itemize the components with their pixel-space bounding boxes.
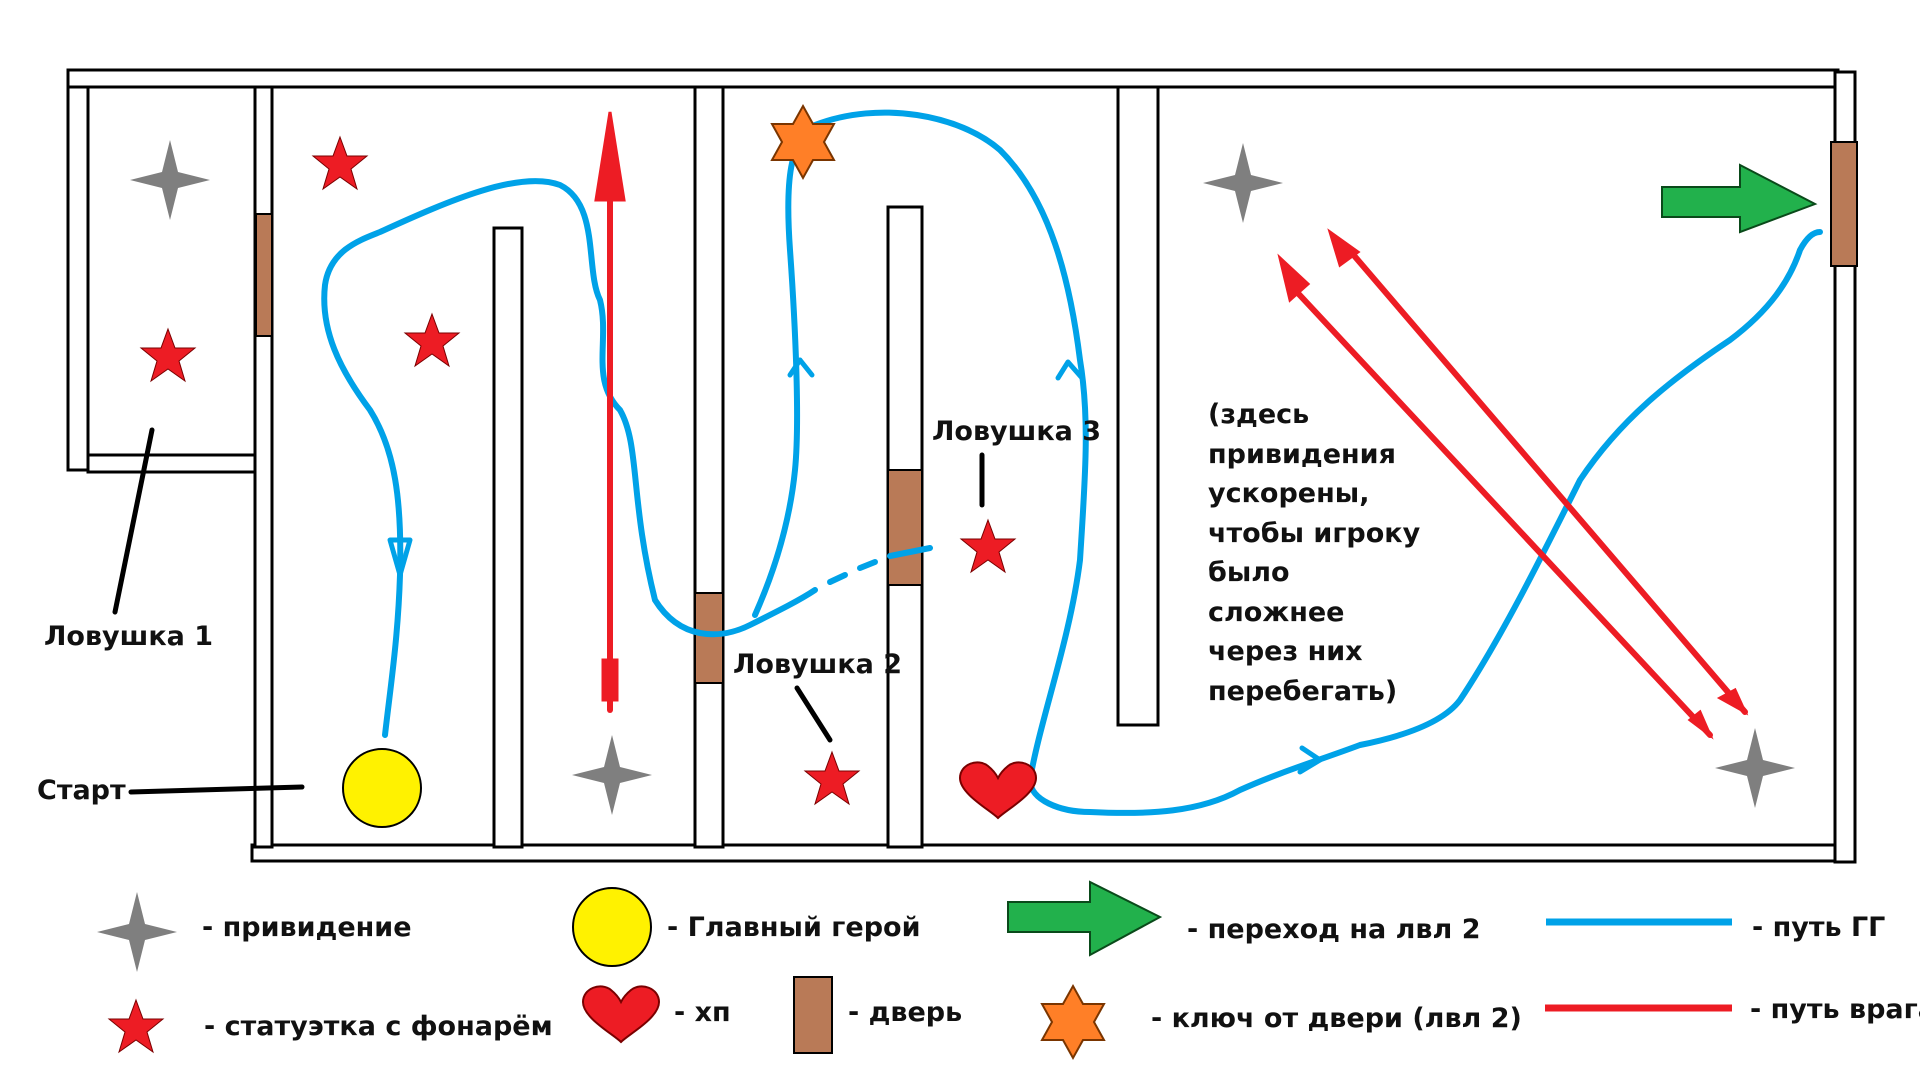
exit-arrow-icon [1661,163,1818,234]
legend-hero-label: - Главный герой [667,912,921,943]
hero-icon [342,748,422,828]
legend-key-label: - ключ от двери (лвл 2) [1151,1003,1522,1034]
note-line: чтобы игроку [1208,517,1421,549]
wall-1 [492,226,524,849]
note-line: ускорены, [1208,478,1370,509]
start-label: Старт [37,775,126,806]
wall-right [1833,70,1857,864]
note-line: через них [1208,636,1363,667]
note-line: сложнее [1208,596,1345,628]
wall-4 [1116,85,1160,727]
hero-icon [572,887,652,967]
ghost-icon [130,140,210,220]
statue-icon [404,313,460,367]
ghost-icon [97,892,177,972]
trap2-label: Ловушка 2 [733,649,903,680]
enemy-paths [594,111,1749,740]
label-pointers [112,427,985,795]
legend-icons [97,880,1732,1059]
door-trap1 [255,213,273,337]
statue-icon [108,999,164,1053]
ghost-icon [1715,728,1795,808]
legend-hp-label: - хп [674,997,731,1028]
statue-icon [960,519,1016,573]
statue-icon [312,136,368,190]
ghost-speed-note: (здесь привидения ускорены, чтобы игроку… [1208,395,1420,711]
trap1-label: Ловушка 1 [44,621,214,652]
note-line: привидения [1208,438,1396,470]
statue-icon [804,751,860,805]
wall-trap1-bottom [86,453,257,474]
door-exit [1830,141,1858,267]
legend-enemy-path-label: - путь врага [1750,994,1920,1025]
hp-heart-icon [582,985,660,1043]
door-trap2 [694,592,724,684]
doors [255,141,1858,684]
wall-bottom [250,843,1839,863]
note-line: было [1208,557,1290,588]
wall-top [66,68,1840,89]
key-icon [771,105,835,179]
note-line: (здесь [1208,399,1310,430]
ghost-icon [572,735,652,815]
legend-exit-label: - переход на лвл 2 [1187,914,1481,945]
door-trap3 [887,469,923,586]
ghost-icon [1203,143,1283,223]
hero-path [321,109,1823,816]
legend-ghost-label: - привидение [202,912,412,943]
legend-statue-label: - статуэтка с фонарём [204,1011,553,1042]
trap3-label: Ловушка 3 [932,416,1102,447]
note-line: перебегать) [1208,675,1398,707]
key-icon [1041,985,1105,1059]
statue-icon [140,328,196,382]
wall-2 [693,85,725,849]
wall-left-inner [253,85,274,849]
legend-hero-path-label: - путь ГГ [1752,912,1886,943]
hp-heart-icon [959,761,1037,819]
exit-arrow-icon [1007,880,1163,957]
door-icon [793,976,833,1054]
wall-left-outer [66,85,90,472]
legend-door-label: - дверь [848,997,963,1028]
